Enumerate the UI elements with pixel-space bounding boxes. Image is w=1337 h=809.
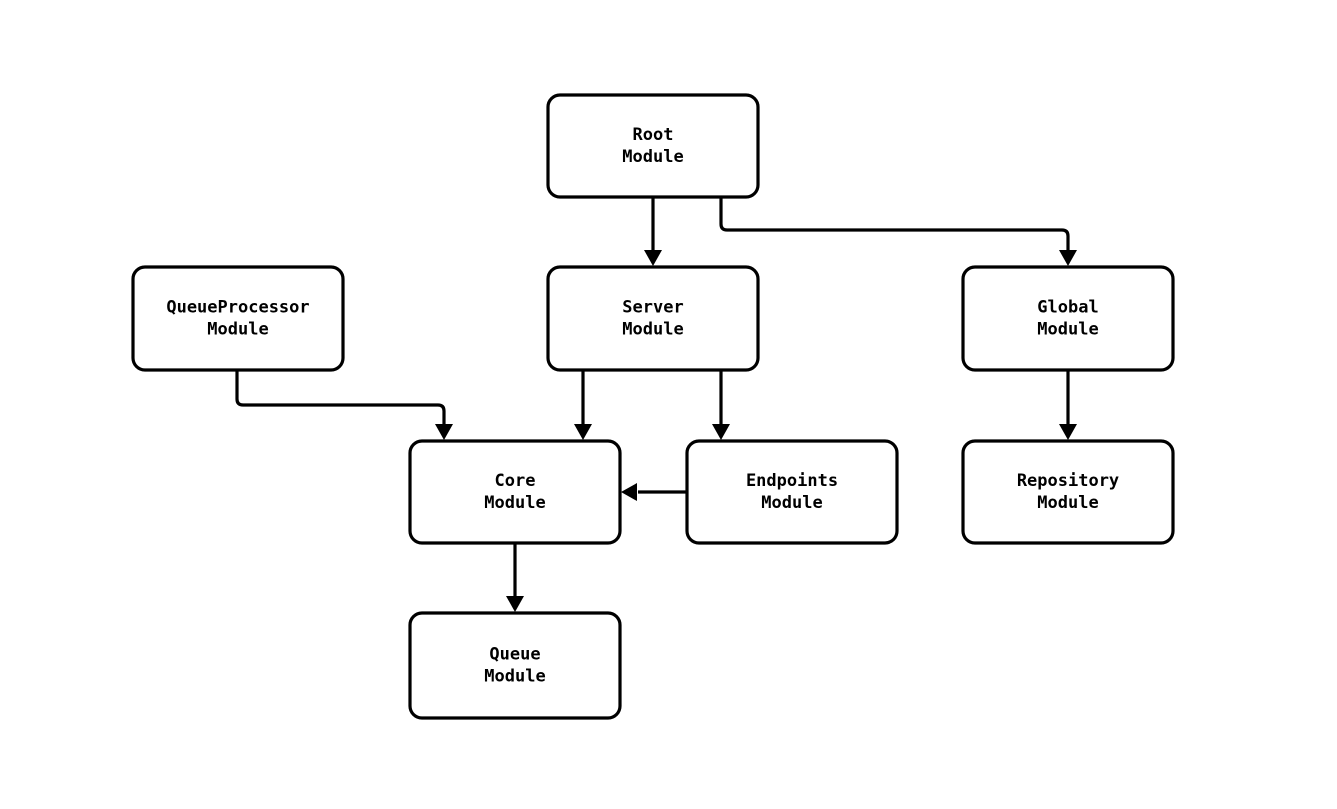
edges-layer bbox=[235, 197, 1077, 612]
arrowhead-icon bbox=[712, 424, 730, 440]
node-box[interactable] bbox=[961, 439, 1175, 545]
node-box[interactable] bbox=[408, 439, 622, 545]
edge-server-to-core bbox=[574, 370, 592, 440]
arrowhead-icon bbox=[574, 424, 592, 440]
node-box[interactable] bbox=[546, 265, 760, 372]
node-label-line1: Root bbox=[633, 125, 674, 145]
node-label-line2: Module bbox=[622, 147, 683, 167]
edge-queueprocessor-to-core bbox=[235, 370, 453, 440]
node-box[interactable] bbox=[408, 611, 622, 720]
node-label-line2: Module bbox=[622, 320, 683, 340]
node-label-line1: QueueProcessor bbox=[166, 298, 309, 318]
node-label-line1: Queue bbox=[489, 645, 540, 665]
edge-global-to-repository bbox=[1059, 370, 1077, 440]
node-label-line2: Module bbox=[484, 493, 545, 513]
edge-root-to-global bbox=[719, 197, 1077, 266]
node-box[interactable] bbox=[961, 265, 1175, 372]
node-box[interactable] bbox=[131, 265, 345, 372]
node-label-line1: Global bbox=[1037, 298, 1098, 318]
arrowhead-icon bbox=[644, 250, 662, 266]
node-box[interactable] bbox=[546, 93, 760, 199]
node-label-line2: Module bbox=[1037, 320, 1098, 340]
node-box[interactable] bbox=[685, 439, 899, 545]
node-label-line2: Module bbox=[1037, 493, 1098, 513]
edge-line bbox=[719, 197, 1070, 250]
node-label-line1: Server bbox=[622, 298, 683, 318]
edge-endpoints-to-core bbox=[621, 483, 687, 501]
arrowhead-icon bbox=[1059, 424, 1077, 440]
edge-line bbox=[235, 370, 446, 424]
edge-server-to-endpoints bbox=[712, 370, 730, 440]
node-label-line2: Module bbox=[207, 320, 268, 340]
node-label-line2: Module bbox=[761, 493, 822, 513]
node-label-line2: Module bbox=[484, 667, 545, 687]
arrowhead-icon bbox=[621, 483, 637, 501]
arrowhead-icon bbox=[435, 424, 453, 440]
node-label-line1: Repository bbox=[1017, 471, 1119, 491]
arrowhead-icon bbox=[506, 596, 524, 612]
node-label-line1: Endpoints bbox=[746, 471, 838, 491]
edge-root-to-server bbox=[644, 197, 662, 266]
node-label-line1: Core bbox=[495, 471, 536, 491]
edge-core-to-queue bbox=[506, 543, 524, 612]
arrowhead-icon bbox=[1059, 250, 1077, 266]
